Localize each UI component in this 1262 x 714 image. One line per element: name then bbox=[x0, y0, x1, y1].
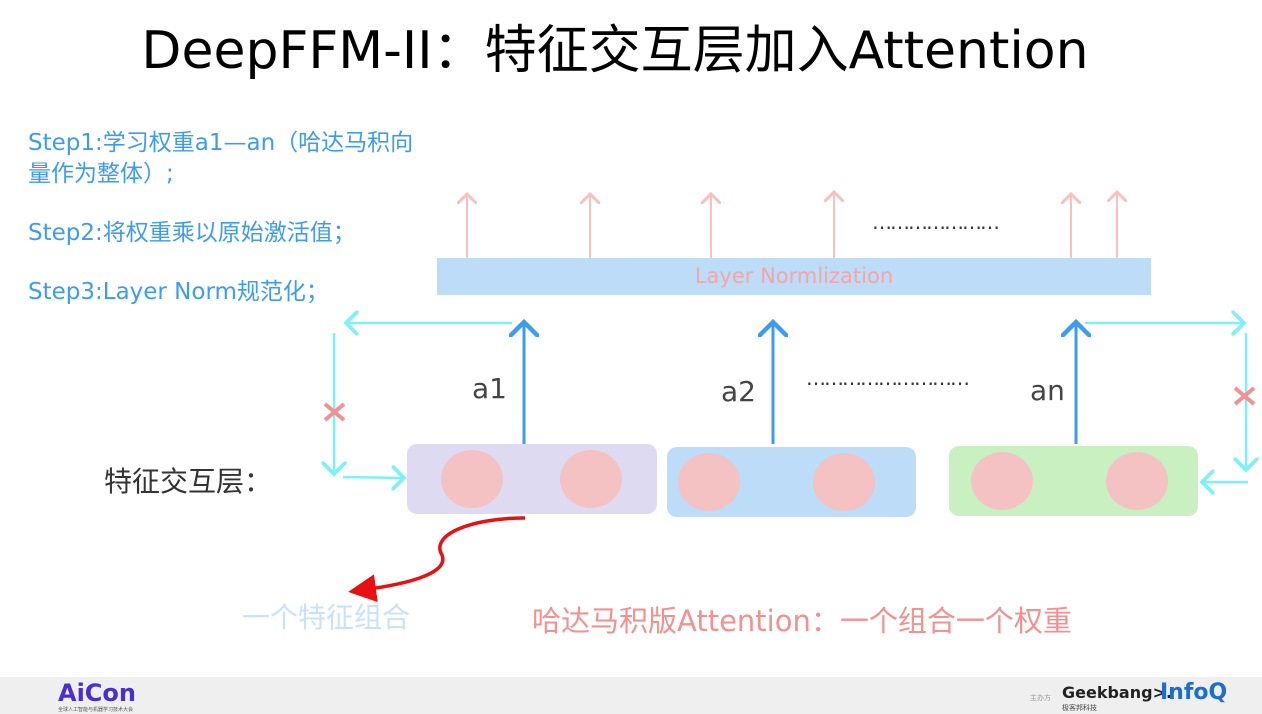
aicon-subtitle: 全球人工智能与机器学习技术大会 bbox=[58, 707, 134, 713]
feature-combo-box-2 bbox=[667, 447, 916, 517]
aicon-logo: AiCon bbox=[58, 679, 136, 707]
steps-list: Step1:学习权重a1—an（哈达马积向量作为整体）; Step2:将权重乘以… bbox=[28, 128, 428, 336]
feature-circle bbox=[441, 450, 503, 508]
step-2: Step2:将权重乘以原始激活值； bbox=[28, 220, 356, 246]
ellipsis-middle: ……………………… bbox=[806, 366, 970, 390]
feature-circle bbox=[678, 453, 740, 511]
step-1: Step1:学习权重a1—an（哈达马积向量作为整体）; bbox=[28, 130, 414, 187]
attention-caption: 哈达马积版Attention：一个组合一个权重 bbox=[532, 604, 1072, 638]
feature-circle bbox=[560, 450, 622, 508]
step-3: Step3:Layer Norm规范化； bbox=[28, 279, 329, 305]
geekbang-logo: Geekbang>. bbox=[1062, 683, 1173, 702]
feature-circle bbox=[1106, 452, 1168, 510]
feature-combo-label: 一个特征组合 bbox=[242, 601, 411, 634]
feature-layer-label: 特征交互层： bbox=[104, 465, 273, 498]
footer-bar: AiCon 全球人工智能与机器学习技术大会 主办方 Geekbang>. 极客邦… bbox=[0, 677, 1262, 714]
slide-title: DeepFFM-II：特征交互层加入Attention bbox=[141, 21, 1089, 81]
weight-a1: a1 bbox=[472, 372, 507, 405]
red-curved-arrow bbox=[348, 516, 526, 603]
feature-circle bbox=[813, 453, 875, 511]
feature-circle bbox=[971, 452, 1033, 510]
geekbang-subtitle: 极客邦科技 bbox=[1062, 704, 1097, 712]
weight-a2: a2 bbox=[721, 375, 756, 408]
feature-combo-box-n bbox=[949, 446, 1198, 516]
ellipsis-top: ………………… bbox=[872, 210, 1000, 234]
layer-normalization-bar: Layer Normlization bbox=[437, 258, 1151, 295]
feature-combo-box-1 bbox=[407, 444, 657, 514]
weight-an: an bbox=[1030, 374, 1065, 407]
infoq-logo: InfoQ bbox=[1160, 680, 1228, 705]
host-label: 主办方 bbox=[1030, 694, 1051, 702]
